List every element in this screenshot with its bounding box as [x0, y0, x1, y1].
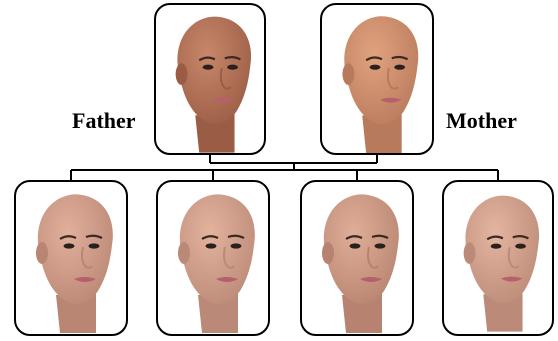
- mother-label: Mother: [446, 110, 517, 132]
- child-face-image-2: [158, 182, 268, 334]
- eye-right: [89, 243, 100, 248]
- ear-shape: [178, 242, 190, 264]
- ear-shape: [36, 242, 48, 264]
- head-shape: [177, 17, 251, 124]
- head-shape: [38, 194, 113, 303]
- ear-shape: [176, 63, 188, 85]
- father-face-image: [156, 5, 264, 153]
- ear-shape: [464, 242, 476, 264]
- child-face-card-4: [442, 180, 554, 336]
- child-face-image-1: [16, 182, 126, 334]
- head-shape: [465, 196, 539, 303]
- head-shape: [180, 194, 255, 303]
- head-shape: [344, 16, 418, 124]
- eye-right: [231, 243, 242, 248]
- eye-left: [206, 243, 217, 248]
- mother-face-card: [320, 3, 434, 155]
- eye-left: [203, 65, 214, 70]
- eye-left: [491, 244, 502, 249]
- child-face-image-3: [302, 182, 412, 334]
- eye-right: [227, 65, 238, 70]
- child-face-card-1: [14, 180, 128, 336]
- mother-face-image: [322, 5, 432, 153]
- eye-right: [375, 243, 386, 248]
- ear-shape: [342, 63, 354, 85]
- eye-left: [370, 65, 381, 70]
- ear-shape: [322, 242, 334, 264]
- eye-left: [64, 243, 75, 248]
- child-face-image-4: [444, 182, 552, 334]
- eye-right: [394, 65, 405, 70]
- child-face-card-2: [156, 180, 270, 336]
- father-label: Father: [72, 110, 136, 132]
- child-face-card-3: [300, 180, 414, 336]
- head-shape: [324, 194, 399, 303]
- father-face-card: [154, 3, 266, 155]
- eye-right: [515, 244, 526, 249]
- eye-left: [350, 243, 361, 248]
